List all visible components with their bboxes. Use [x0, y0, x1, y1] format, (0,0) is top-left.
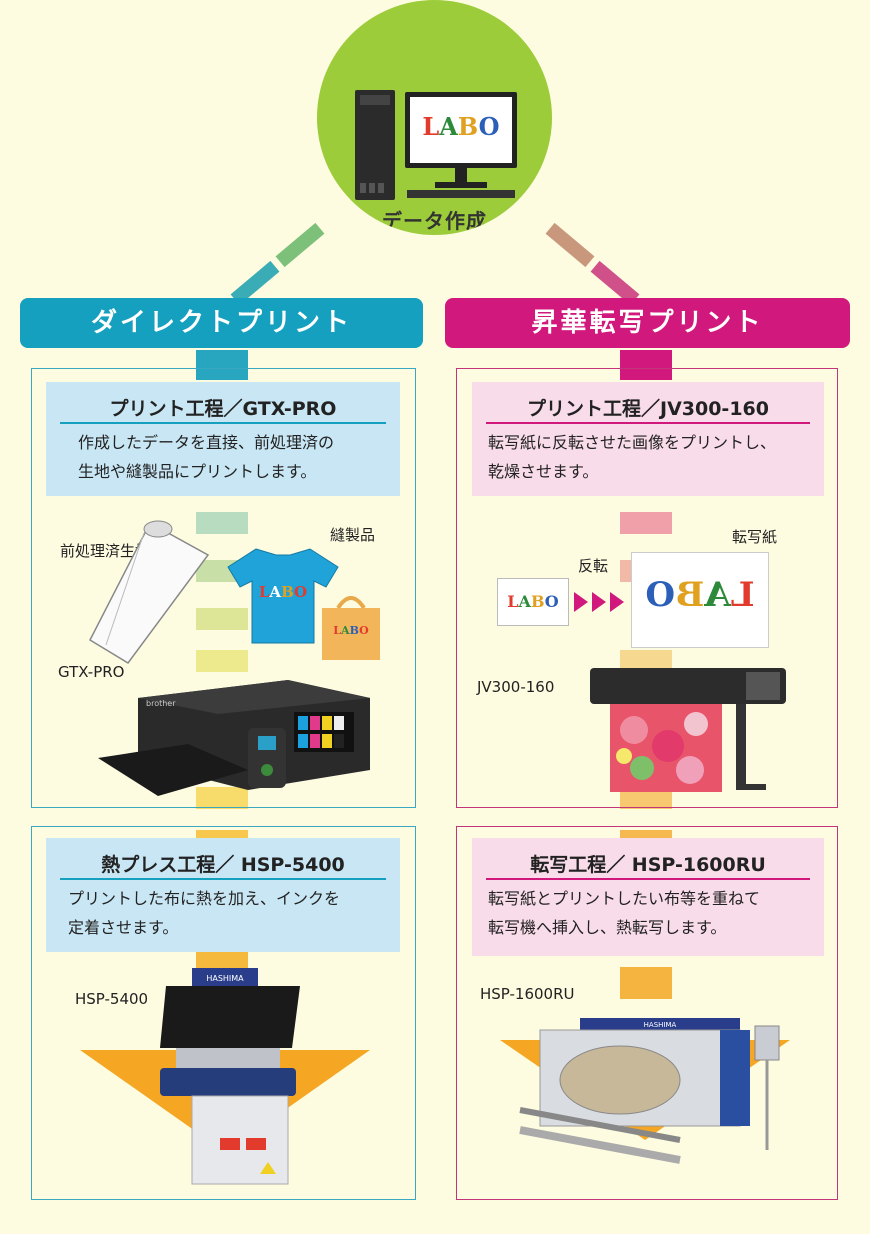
label-gtx-pro: GTX-PRO — [58, 663, 125, 681]
label-transfer-paper: 転写紙 — [732, 528, 778, 546]
sublimation-print-step-panel — [456, 368, 838, 808]
direct-step1-desc: 作成したデータを直接、前処理済の生地や縫製品にプリントします。 — [78, 433, 335, 481]
direct-step1-title: プリント工程／GTX-PRO — [109, 398, 337, 420]
sublimation-step2-info: 転写工程／ HSP-1600RU 転写紙とプリントしたい布等を重ねて転写機へ挿入… — [472, 838, 824, 956]
direct-step2-desc: プリントした布に熱を加え、インクを定着させます。 — [68, 889, 341, 937]
transfer-paper-image: LABO — [631, 552, 769, 648]
hub-logo: LABO — [422, 112, 500, 141]
label-pretreated-fabric: 前処理済生地 — [60, 542, 151, 560]
data-creation-hub: LABO データ作成 — [317, 0, 552, 235]
sublimation-step1-desc: 転写紙に反転させた画像をプリントし、乾燥させます。 — [488, 433, 777, 481]
label-hsp-1600ru: HSP-1600RU — [480, 985, 575, 1003]
svg-text:LABO: LABO — [333, 624, 369, 637]
title-underline — [486, 422, 810, 424]
label-jv300-160: JV300-160 — [477, 678, 555, 696]
direct-print-step-panel — [31, 368, 416, 808]
direct-step2-title: 熱プレス工程／ HSP-5400 — [101, 854, 345, 876]
title-underline — [60, 422, 386, 424]
machine-brand-text: HASHIMA — [644, 1021, 677, 1029]
heat-press-step-panel — [31, 826, 416, 1200]
sublimation-step1-info: プリント工程／JV300-160 転写紙に反転させた画像をプリントし、乾燥させま… — [472, 382, 824, 496]
press-brand-text: HASHIMA — [206, 974, 244, 983]
direct-step2-info: 熱プレス工程／ HSP-5400 プリントした布に熱を加え、インクを定着させます… — [46, 838, 400, 952]
svg-text:LABO: LABO — [259, 583, 307, 601]
title-underline — [60, 878, 386, 880]
fabric-roll-image — [89, 520, 210, 664]
sublimation-step1-title: プリント工程／JV300-160 — [527, 398, 769, 420]
tote-bag-image: LABO — [322, 596, 380, 660]
printer-brand-text: brother — [146, 699, 176, 708]
sublimation-step2-title: 転写工程／ HSP-1600RU — [530, 854, 766, 876]
transfer-step-panel — [456, 826, 838, 1200]
sublimation-step2-desc: 転写紙とプリントしたい布等を重ねて転写機へ挿入し、熱転写します。 — [488, 889, 761, 937]
direct-print-header: ダイレクトプリント — [20, 298, 423, 348]
direct-step1-info: プリント工程／GTX-PRO 作成したデータを直接、前処理済の生地や縫製品にプリ… — [46, 382, 400, 496]
original-logo-card: LABO — [497, 578, 569, 626]
title-underline — [486, 878, 810, 880]
label-hsp-5400: HSP-5400 — [75, 990, 149, 1008]
label-sewn-goods: 縫製品 — [330, 526, 376, 544]
tshirt-image: LABO — [227, 548, 339, 644]
sublimation-header: 昇華転写プリント — [445, 298, 850, 348]
connector-lines — [0, 0, 870, 306]
hsp-1600ru-transfer-machine-image: HASHIMA — [500, 1018, 790, 1164]
label-reverse: 反転 — [578, 557, 609, 575]
gtx-pro-printer-image: brother — [98, 680, 370, 796]
hsp-5400-press-image: HASHIMA — [80, 968, 370, 1185]
hub-label: データ作成 — [382, 209, 487, 233]
computer-icon — [355, 90, 517, 200]
mirrored-logo: LABO — [645, 575, 755, 615]
reverse-arrows-icon — [574, 592, 624, 612]
jv300-printer-image — [590, 668, 786, 792]
